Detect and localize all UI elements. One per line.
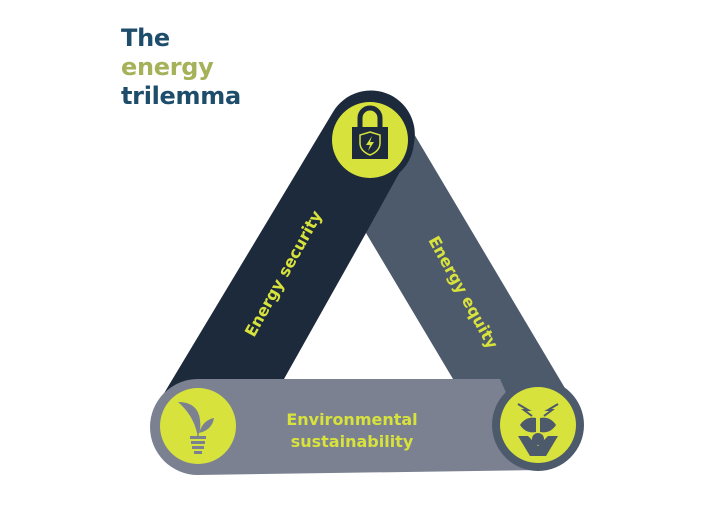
label-environmental-line1: Environmental	[286, 410, 417, 429]
diagram-title: The energy trilemma	[121, 24, 241, 111]
band-environmental-sustainability	[150, 379, 540, 475]
title-line-3: trilemma	[121, 82, 241, 110]
lightbulb-leaf-icon	[178, 402, 214, 454]
title-line-1: The	[121, 24, 170, 52]
node-bottom-right	[500, 387, 576, 463]
title-line-2: energy	[121, 53, 214, 81]
person-plug-lightning-icon	[517, 403, 559, 456]
label-environmental-line2: sustainability	[291, 432, 414, 451]
padlock-shield-lightning-icon	[352, 105, 388, 159]
